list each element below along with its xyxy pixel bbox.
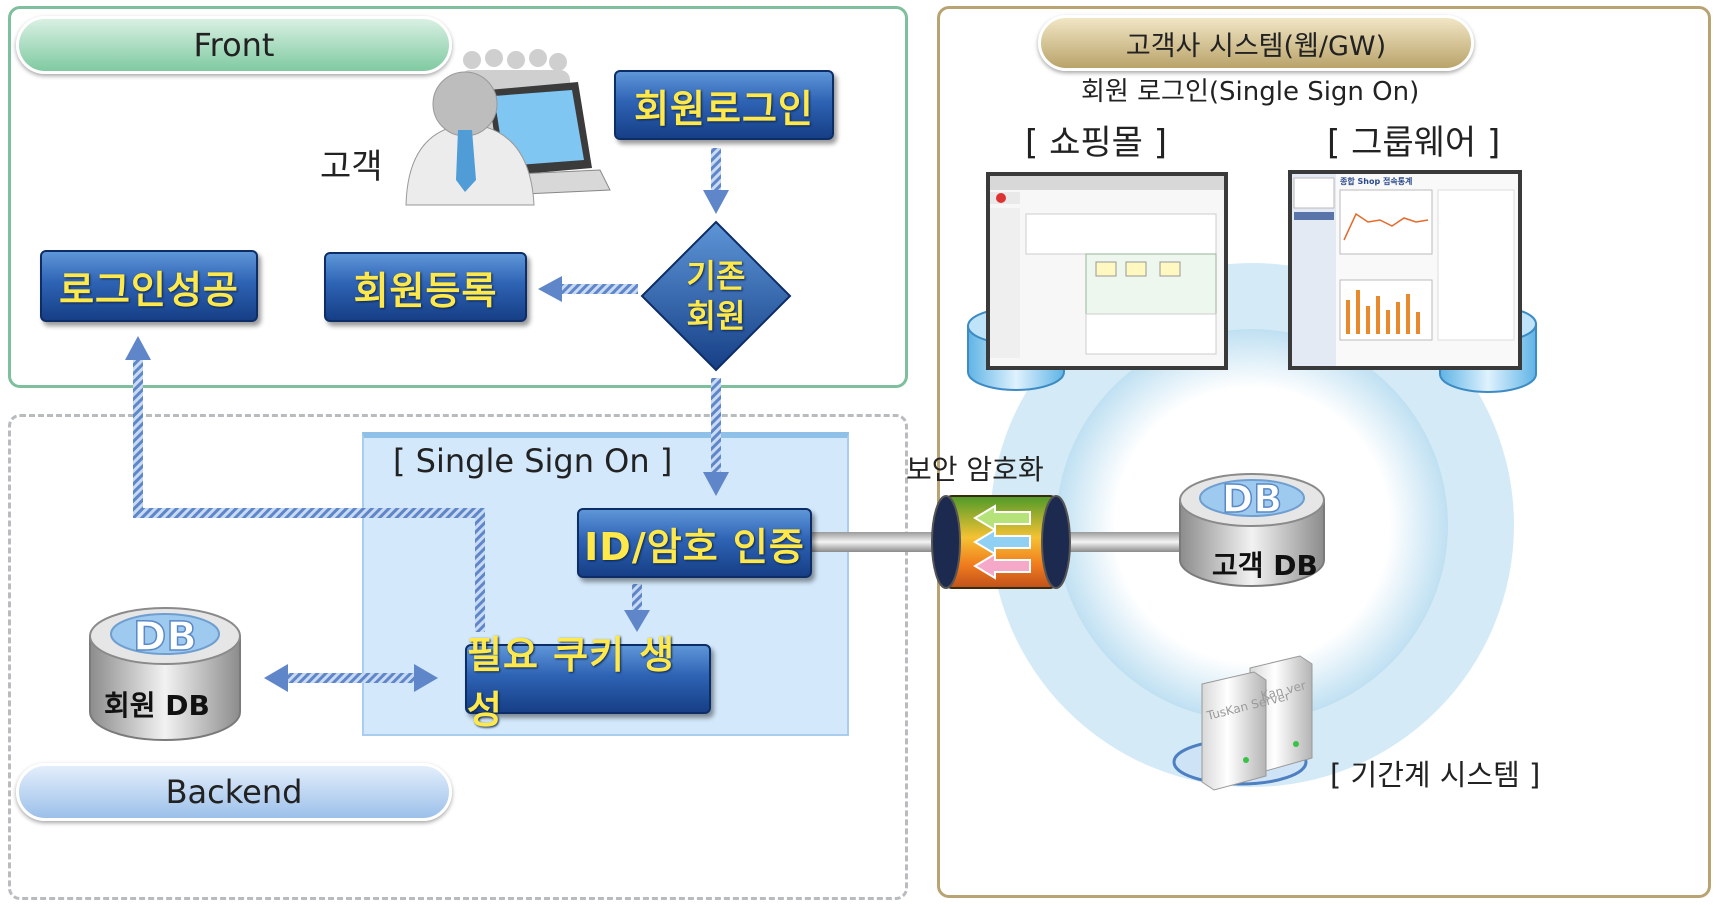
front-panel bbox=[8, 6, 908, 388]
member-register-box: 회원등록 bbox=[324, 252, 527, 322]
customer-db-icon bbox=[1179, 473, 1325, 587]
existing-member-line2: 회원 bbox=[686, 297, 746, 335]
customer-system-subtitle: 회원 로그인(Single Sign On) bbox=[1081, 77, 1420, 107]
encryption-tube-icon bbox=[931, 495, 1071, 589]
shopping-mall-screenshot bbox=[986, 172, 1228, 370]
login-success-box: 로그인성공 bbox=[40, 250, 258, 322]
existing-member-diamond bbox=[640, 220, 792, 372]
customer-label: 고객 bbox=[320, 147, 383, 187]
member-db-label: 회원 DB bbox=[104, 689, 210, 722]
auth-box: ID/암호 인증 bbox=[577, 508, 812, 578]
groupware-screen-header: 종합 Shop 접속통계 bbox=[1340, 177, 1413, 186]
shopping-label: [ 쇼핑몰 ] bbox=[1025, 123, 1167, 163]
secure-pipe bbox=[812, 532, 952, 552]
member-db-icon bbox=[89, 607, 241, 741]
member-db-icon-text: DB bbox=[133, 614, 197, 660]
customer-system-title: 고객사 시스템(웹/GW) bbox=[1038, 15, 1474, 71]
existing-member-line1: 기존 bbox=[686, 257, 746, 295]
existing-member-label: 기존 회원 bbox=[666, 256, 766, 336]
sso-title: [ Single Sign On ] bbox=[393, 442, 673, 480]
customer-system-panel bbox=[937, 6, 1711, 898]
cookie-box: 필요 쿠키 생성 bbox=[465, 633, 711, 732]
customer-db-icon-text: DB bbox=[1222, 477, 1283, 521]
encryption-label: 보안 암호화 bbox=[906, 453, 1044, 486]
groupware-label: [ 그룹웨어 ] bbox=[1327, 123, 1501, 163]
front-title: Front bbox=[16, 16, 452, 74]
groupware-screenshot bbox=[1288, 170, 1522, 370]
backend-panel bbox=[8, 414, 908, 900]
customer-person-icon bbox=[405, 49, 611, 206]
legacy-system-label: [ 기간계 시스템 ] bbox=[1330, 758, 1541, 792]
member-login-box: 회원로그인 bbox=[614, 70, 834, 140]
legacy-server-icon bbox=[1172, 655, 1313, 791]
customer-db-label: 고객 DB bbox=[1212, 549, 1318, 582]
backend-title: Backend bbox=[16, 763, 452, 821]
